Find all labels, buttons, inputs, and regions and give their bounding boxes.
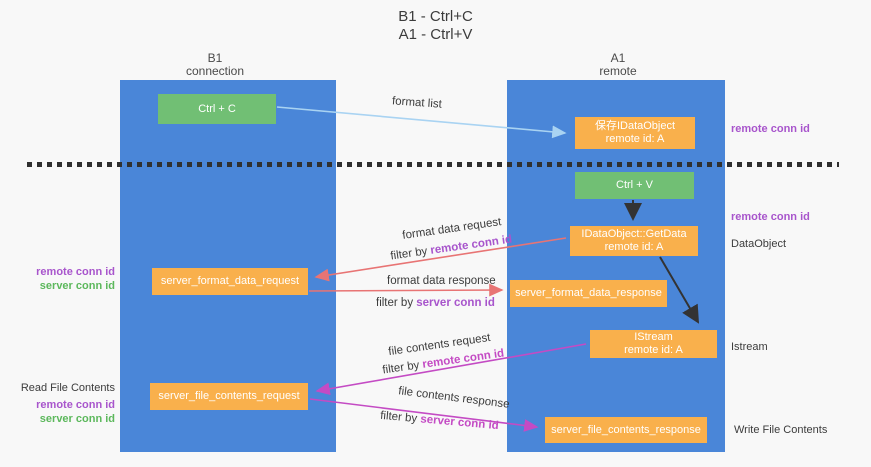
filter-by-server-conn-id-mid: filter by server conn id	[376, 297, 495, 309]
right-dataobject-label: DataObject	[731, 238, 787, 250]
server-file-contents-response-label: server_file_contents_response	[551, 423, 701, 436]
arrow-format-list	[276, 106, 567, 139]
left-remote-conn-id-bottom: remote conn id	[36, 399, 115, 411]
column-b1-role: connection	[185, 64, 245, 78]
server-file-contents-request-label: server_file_contents_request	[158, 390, 300, 402]
save-idataobject-line1: 保存IDataObject	[594, 120, 676, 132]
right-istream-label: Istream	[731, 341, 768, 353]
server-format-data-response-label: server_format_data_response	[515, 287, 662, 299]
dashed-separator-line	[27, 162, 839, 167]
column-b1-name: B1	[207, 51, 223, 65]
diagram-title: B1 - Ctrl+C A1 - Ctrl+V	[0, 8, 871, 44]
format-data-response-label: format data response	[387, 275, 496, 287]
filter-prefix: filter by	[376, 297, 417, 309]
arrow-file-contents-response	[309, 398, 539, 432]
idataobject-getdata-box: IDataObject::GetData remote id: A	[570, 226, 698, 256]
server-file-contents-response-box: server_file_contents_response	[545, 417, 707, 443]
column-a1-role: remote	[599, 64, 637, 78]
left-server-conn-id-mid: server conn id	[39, 280, 115, 292]
server-format-data-request-label: server_format_data_request	[160, 275, 300, 287]
title-line-1: B1 - Ctrl+C	[398, 8, 473, 25]
title-line-2: A1 - Ctrl+V	[398, 26, 473, 43]
arrow-file-contents-request	[315, 343, 587, 396]
left-server-conn-id-bottom: server conn id	[39, 413, 115, 425]
istream-line2: remote id: A	[624, 344, 683, 356]
save-idataobject-box: 保存IDataObject remote id: A	[575, 117, 695, 149]
right-remote-conn-id-mid: remote conn id	[731, 211, 810, 223]
istream-box: IStream remote id: A	[590, 330, 717, 358]
right-remote-conn-id-top: remote conn id	[731, 123, 810, 135]
arrow-getdata-to-istream	[659, 256, 700, 324]
getdata-line2: remote id: A	[604, 241, 664, 253]
getdata-line1: IDataObject::GetData	[581, 228, 687, 240]
arrow-format-data-request	[314, 237, 567, 282]
ctrl-v-label: Ctrl + V	[616, 179, 653, 191]
arrow-format-data-response	[308, 283, 504, 297]
column-header-a1: A1 remote	[563, 52, 673, 78]
left-read-file-contents-label: Read File Contents	[20, 382, 115, 394]
column-a1-name: A1	[610, 51, 626, 65]
server-format-data-response-box: server_format_data_response	[510, 280, 667, 307]
column-header-b1: B1 connection	[160, 52, 270, 78]
ctrl-c-label: Ctrl + C	[198, 102, 236, 115]
ctrl-c-box: Ctrl + C	[158, 94, 276, 124]
istream-line1: IStream	[634, 331, 673, 343]
server-format-data-request-box: server_format_data_request	[152, 268, 308, 295]
save-idataobject-line2: remote id: A	[605, 133, 665, 145]
right-write-file-contents-label: Write File Contents	[734, 424, 828, 436]
ctrl-v-box: Ctrl + V	[575, 172, 694, 199]
left-remote-conn-id-mid: remote conn id	[36, 266, 115, 278]
filter-keyword-server-conn-id: server conn id	[416, 297, 495, 309]
server-file-contents-request-box: server_file_contents_request	[150, 383, 308, 410]
